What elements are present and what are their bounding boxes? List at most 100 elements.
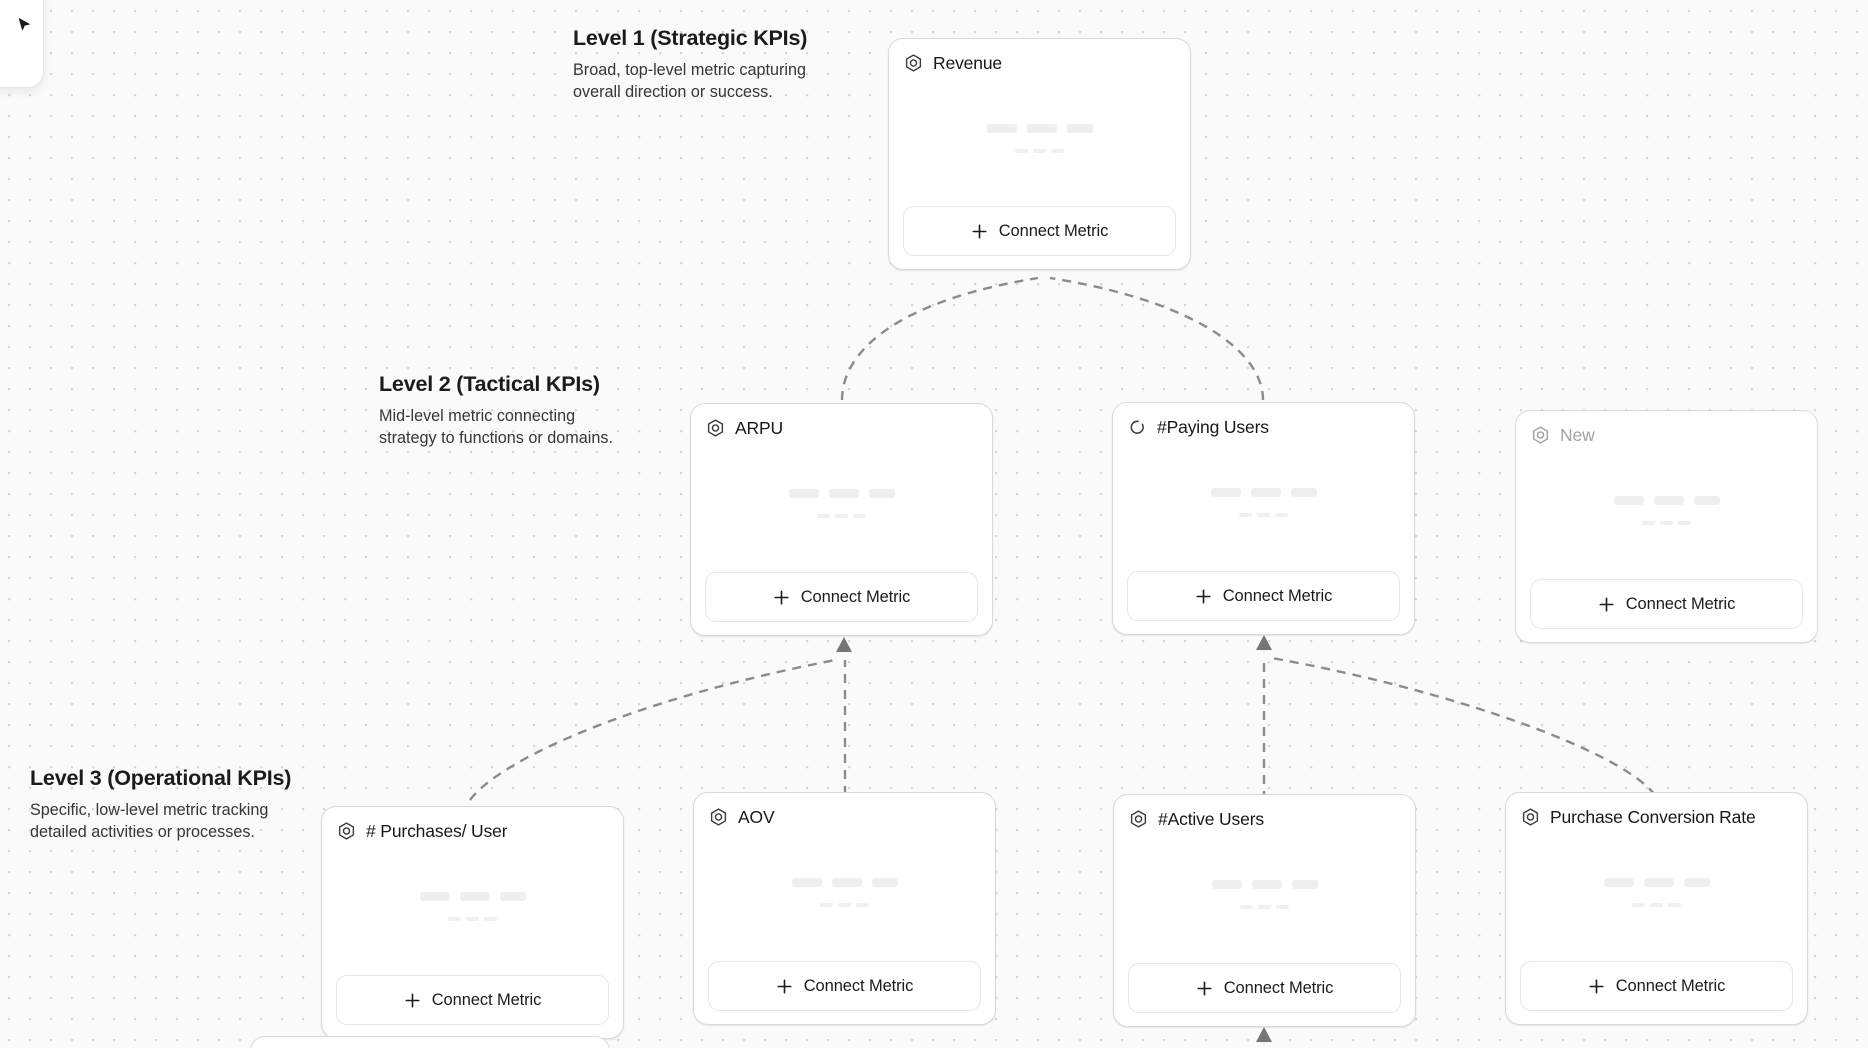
skeleton-bar (817, 514, 830, 518)
node-header: Purchase Conversion Rate (1520, 807, 1793, 828)
skeleton-bar (1678, 521, 1691, 525)
skeleton-bar (419, 892, 450, 901)
metric-node-purchases-per-user[interactable]: # Purchases/ User Connect Metric (321, 806, 624, 1039)
hexagon-metric-icon (705, 418, 726, 439)
skeleton-bar (1033, 148, 1046, 153)
node-header: #Paying Users (1127, 417, 1400, 438)
node-title: ARPU (735, 418, 784, 438)
metric-node-arpu[interactable]: ARPU Connect Metric (690, 403, 993, 636)
skeleton-bar (1051, 148, 1064, 153)
connect-metric-label: Connect Metric (998, 221, 1109, 240)
skeleton-row-secondary (1240, 905, 1289, 909)
skeleton-row-primary (791, 878, 898, 887)
node-title: New (1560, 425, 1595, 445)
connect-metric-label: Connect Metric (1222, 586, 1333, 605)
level-1-title: Level 1 (Strategic KPIs) (573, 26, 808, 50)
skeleton-row-secondary (448, 917, 497, 921)
level-3-title: Level 3 (Operational KPIs) (30, 766, 292, 790)
node-skeleton-body (705, 439, 978, 572)
skeleton-bar (1276, 905, 1289, 909)
metric-node-revenue[interactable]: Revenue Connect Metric (888, 38, 1191, 270)
skeleton-row-primary (1211, 880, 1318, 889)
skeleton-bar (499, 892, 526, 901)
metric-node-partial-below-purchases[interactable] (250, 1036, 610, 1048)
skeleton-bar (1250, 488, 1281, 497)
level-3-label: Level 3 (Operational KPIs) Specific, low… (30, 766, 300, 843)
plus-icon (773, 589, 790, 606)
connect-metric-button[interactable]: Connect Metric (1520, 961, 1793, 1011)
plus-icon (971, 223, 988, 240)
skeleton-bar (1239, 513, 1252, 517)
connect-metric-button[interactable]: Connect Metric (336, 975, 609, 1025)
connect-metric-button[interactable]: Connect Metric (705, 572, 978, 622)
edge-arpu-to-revenue (840, 276, 1039, 401)
connect-metric-button[interactable]: Connect Metric (708, 961, 981, 1011)
node-header: # Purchases/ User (336, 821, 609, 842)
node-header: AOV (708, 807, 981, 828)
node-skeleton-body (708, 828, 981, 961)
node-title: AOV (738, 807, 775, 827)
floating-toolbar-panel[interactable] (0, 0, 44, 88)
connect-metric-label: Connect Metric (431, 990, 542, 1009)
edge-paying-users-to-revenue (1049, 276, 1265, 401)
connect-metric-button[interactable]: Connect Metric (1128, 963, 1401, 1013)
skeleton-bar (1066, 123, 1093, 133)
skeleton-bar (871, 878, 898, 887)
skeleton-row-primary (788, 489, 895, 498)
metric-node-purchase-conversion-rate[interactable]: Purchase Conversion Rate Connect Metric (1505, 792, 1808, 1025)
node-header: ARPU (705, 418, 978, 439)
level-2-label: Level 2 (Tactical KPIs) Mid-level metric… (379, 372, 639, 449)
metric-node-active-users[interactable]: #Active Users Connect Metric (1113, 794, 1416, 1027)
hexagon-metric-icon (1128, 809, 1149, 830)
skeleton-bar (791, 878, 822, 887)
connect-metric-button[interactable]: Connect Metric (1530, 579, 1803, 629)
skeleton-bar (788, 489, 819, 498)
skeleton-bar (1211, 880, 1242, 889)
skeleton-bar (459, 892, 490, 901)
edge-conversion-to-paying-users (1271, 656, 1656, 796)
plus-icon (1588, 978, 1605, 995)
skeleton-bar (1603, 878, 1634, 887)
metric-node-paying-users[interactable]: #Paying Users Connect Metric (1112, 402, 1415, 635)
connect-metric-label: Connect Metric (1615, 976, 1726, 995)
metric-node-aov[interactable]: AOV Connect Metric (693, 792, 996, 1025)
skeleton-bar (1693, 496, 1720, 505)
node-title: Purchase Conversion Rate (1550, 807, 1756, 827)
node-skeleton-body (1127, 438, 1400, 571)
connect-metric-button[interactable]: Connect Metric (903, 206, 1176, 256)
connect-metric-label: Connect Metric (1625, 594, 1736, 613)
cursor-pointer-icon[interactable] (17, 17, 33, 38)
skeleton-bar (1668, 903, 1681, 907)
node-header: New (1530, 425, 1803, 446)
plus-icon (1196, 980, 1213, 997)
skeleton-bar (1650, 903, 1663, 907)
skeleton-row-primary (419, 892, 526, 901)
edge-arrowhead-paying-users (1256, 635, 1272, 650)
skeleton-bar (831, 878, 862, 887)
level-1-label: Level 1 (Strategic KPIs) Broad, top-leve… (573, 26, 823, 103)
metric-node-new[interactable]: New Connect Metric (1515, 410, 1818, 643)
skeleton-row-secondary (1239, 513, 1288, 517)
skeleton-bar (484, 917, 497, 921)
plus-icon (776, 978, 793, 995)
skeleton-bar (466, 917, 479, 921)
plus-icon (1195, 588, 1212, 605)
skeleton-bar (835, 514, 848, 518)
plus-icon (404, 992, 421, 1009)
level-2-description: Mid-level metric connecting strategy to … (379, 407, 613, 447)
skeleton-bar (448, 917, 461, 921)
skeleton-row-secondary (1632, 903, 1681, 907)
skeleton-bar (1240, 905, 1253, 909)
skeleton-bar (1642, 521, 1655, 525)
edge-purchases-to-arpu (469, 658, 836, 801)
skeleton-bar (1290, 488, 1317, 497)
node-skeleton-body (1128, 830, 1401, 963)
connect-metric-button[interactable]: Connect Metric (1127, 571, 1400, 621)
skeleton-row-secondary (1015, 148, 1064, 153)
hexagon-metric-icon (1520, 807, 1541, 828)
skeleton-bar (1683, 878, 1710, 887)
node-title: # Purchases/ User (366, 821, 508, 841)
node-skeleton-body (1530, 446, 1803, 579)
skeleton-bar (1258, 905, 1271, 909)
